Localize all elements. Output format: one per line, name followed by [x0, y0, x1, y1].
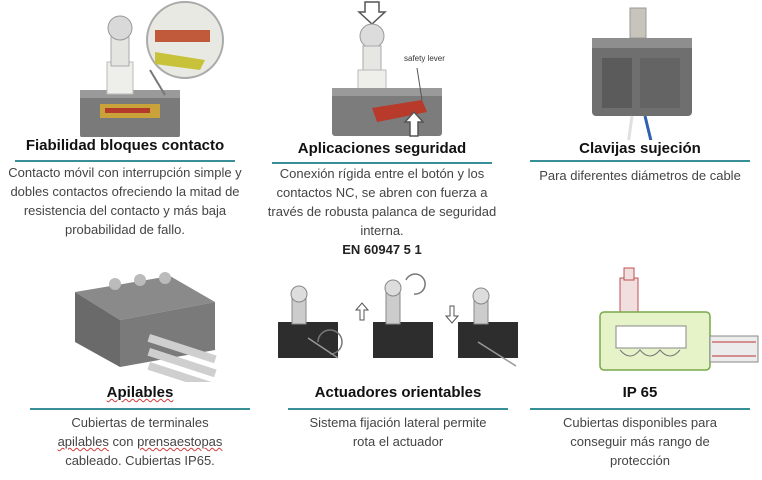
stackable-switches-illustration: [20, 262, 260, 382]
title-underline: [15, 160, 235, 162]
feature-description: Cubiertas disponibles para conseguir más…: [563, 415, 717, 468]
standard-label: EN 60947 5 1: [342, 242, 422, 257]
feature-title: IP 65: [520, 384, 760, 401]
description-text: Conexión rígida entre el botón y los con…: [267, 166, 497, 238]
feature-clavijas: Clavijas sujeción Para diferentes diámet…: [520, 0, 760, 240]
feature-title: Actuadores orientables: [278, 384, 518, 401]
ip65-cover-illustration: [520, 262, 760, 382]
feature-title: Apilables: [20, 384, 260, 401]
safety-switch-illustration: safety lever: [262, 0, 502, 150]
title-underline: [288, 408, 508, 410]
title-underline: [530, 408, 750, 410]
feature-fiabilidad: Fiabilidad bloques contacto Contacto móv…: [5, 0, 245, 240]
feature-apilables: Apilables Cubiertas de terminales apilab…: [20, 262, 260, 480]
safety-lever-label: safety lever: [404, 54, 445, 63]
microswitch-roller-illustration: [5, 0, 245, 150]
feature-seguridad: safety lever Aplicaciones seguridad Cone…: [262, 0, 502, 260]
orientable-actuators-illustration: [278, 262, 518, 382]
cable-clamp-illustration: [520, 0, 760, 150]
feature-title: Clavijas sujeción: [520, 140, 760, 157]
title-underline: [530, 160, 750, 162]
feature-title: Aplicaciones seguridad: [262, 140, 502, 157]
feature-description: Contacto móvil con interrupción simple y…: [8, 165, 242, 237]
feature-description: Conexión rígida entre el botón y los con…: [262, 164, 502, 259]
feature-description: Para diferentes diámetros de cable: [539, 168, 741, 183]
feature-description: Cubiertas de terminales apilables con pr…: [57, 415, 223, 468]
feature-description: Sistema fijación lateral permite rota el…: [309, 415, 487, 449]
title-underline: [272, 162, 492, 164]
feature-actuadores: Actuadores orientables Sistema fijación …: [278, 262, 518, 480]
feature-title: Fiabilidad bloques contacto: [5, 137, 245, 154]
feature-ip65: IP 65 Cubiertas disponibles para consegu…: [520, 262, 760, 480]
title-underline: [30, 408, 250, 410]
title-text: Apilables: [106, 384, 174, 401]
